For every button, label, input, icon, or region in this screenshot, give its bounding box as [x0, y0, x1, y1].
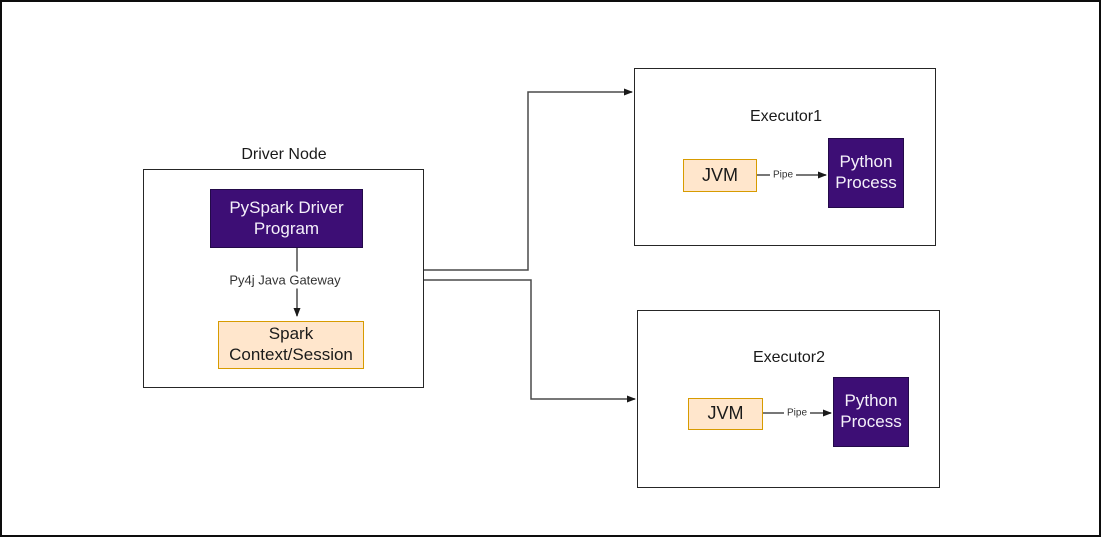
executor2-python-process-box: Python Process: [833, 377, 909, 447]
executor2-title: Executor2: [752, 349, 826, 366]
connector-driver-to-executor1: [424, 88, 633, 271]
driver-node-title: Driver Node: [241, 146, 327, 163]
executor1-pipe-label: Pipe: [769, 168, 797, 182]
pyspark-driver-program-box: PySpark Driver Program: [210, 189, 363, 248]
executor1-jvm-box: JVM: [683, 159, 757, 192]
executor1-python-process-box: Python Process: [828, 138, 904, 208]
connector-driver-to-executor2: [424, 279, 636, 403]
py4j-gateway-label: Py4j Java Gateway: [226, 271, 344, 289]
executor2-jvm-box: JVM: [688, 398, 763, 430]
executor1-title: Executor1: [749, 108, 823, 125]
spark-context-session-box: Spark Context/Session: [218, 321, 364, 369]
executor2-pipe-label: Pipe: [783, 406, 811, 420]
